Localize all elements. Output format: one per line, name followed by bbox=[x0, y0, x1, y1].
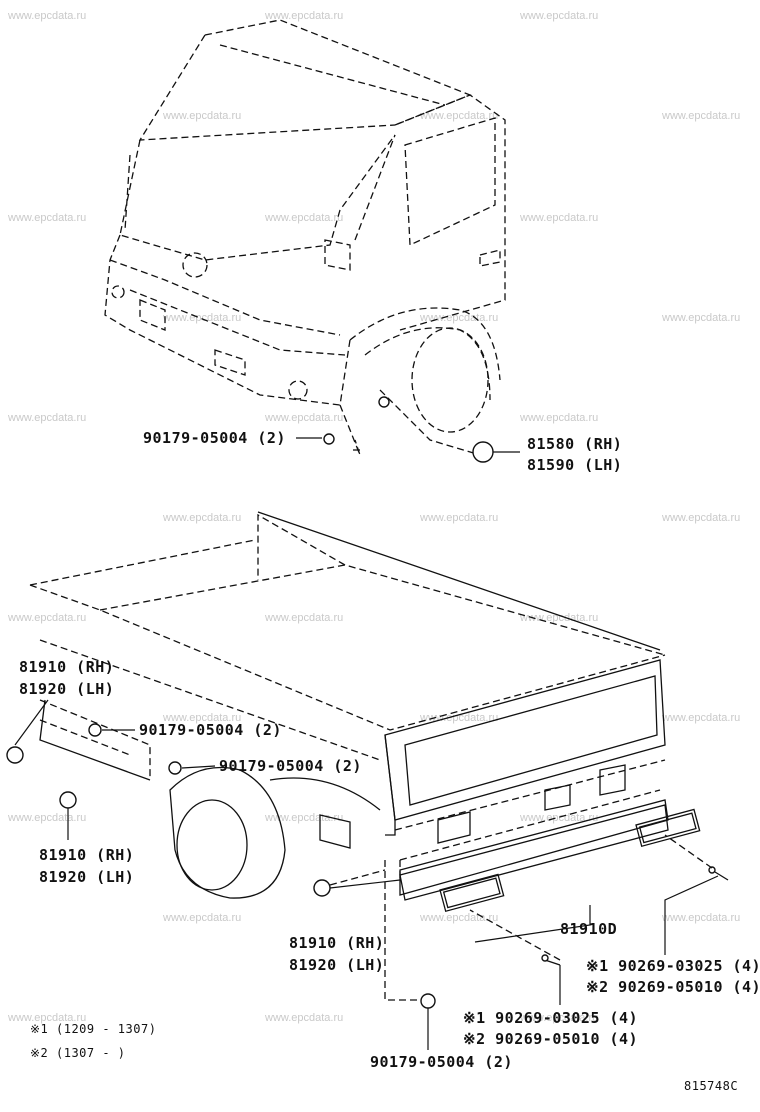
watermark: www.epcdata.ru bbox=[520, 1012, 599, 1024]
part-label-rear-side-lh: 81920 (LH) bbox=[39, 868, 135, 886]
watermark: www.epcdata.ru bbox=[520, 412, 599, 424]
watermark: www.epcdata.ru bbox=[520, 812, 599, 824]
part-label-screw-right-1: ※1 90269-03025 (4) bbox=[586, 957, 760, 975]
watermark: www.epcdata.ru bbox=[662, 712, 741, 724]
part-label-bottom-clip: 90179-05004 (2) bbox=[370, 1053, 513, 1071]
watermark: www.epcdata.ru bbox=[163, 912, 242, 924]
part-label-front-mudflap-rh: 81580 (RH) bbox=[527, 435, 623, 453]
front-mudflap-icon bbox=[472, 441, 494, 463]
screw-icon bbox=[708, 866, 716, 874]
watermark: www.epcdata.ru bbox=[265, 212, 344, 224]
truck-cab-illustration bbox=[104, 19, 520, 463]
watermark: www.epcdata.ru bbox=[265, 812, 344, 824]
watermark: www.epcdata.ru bbox=[163, 312, 242, 324]
watermark: www.epcdata.ru bbox=[520, 10, 599, 22]
watermark: www.epcdata.ru bbox=[265, 1012, 344, 1024]
part-label-rear-side-rh: 81910 (RH) bbox=[39, 846, 135, 864]
part-label-plate-light: 81910D bbox=[560, 920, 618, 938]
watermark: www.epcdata.ru bbox=[8, 10, 87, 22]
watermark: www.epcdata.ru bbox=[662, 512, 741, 524]
watermark: www.epcdata.ru bbox=[163, 110, 242, 122]
part-label-front-mudflap-lh: 81590 (LH) bbox=[527, 456, 623, 474]
part-label-rear-center-lh: 81920 (LH) bbox=[289, 956, 385, 974]
footnote-2: ※2 (1307 - ) bbox=[30, 1046, 126, 1060]
figure-id: 815748C bbox=[684, 1079, 739, 1093]
watermark: www.epcdata.ru bbox=[8, 612, 87, 624]
part-label-rear-clip-a: 90179-05004 (2) bbox=[139, 721, 282, 739]
watermark: www.epcdata.ru bbox=[8, 1012, 87, 1024]
side-marker-icon bbox=[313, 879, 331, 897]
watermark: www.epcdata.ru bbox=[8, 412, 87, 424]
watermark: www.epcdata.ru bbox=[265, 10, 344, 22]
screw-icon bbox=[541, 954, 549, 962]
watermark: www.epcdata.ru bbox=[520, 212, 599, 224]
watermark: www.epcdata.ru bbox=[420, 312, 499, 324]
clip-icon bbox=[88, 723, 102, 737]
watermark: www.epcdata.ru bbox=[163, 512, 242, 524]
part-label-front-clip: 90179-05004 (2) bbox=[143, 429, 286, 447]
part-label-rear-center-rh: 81910 (RH) bbox=[289, 934, 385, 952]
watermark: www.epcdata.ru bbox=[420, 512, 499, 524]
clip-icon bbox=[323, 433, 335, 445]
truck-rear-illustration bbox=[6, 511, 729, 1050]
clip-icon bbox=[168, 761, 182, 775]
clip-icon bbox=[420, 993, 436, 1009]
watermark: www.epcdata.ru bbox=[420, 110, 499, 122]
watermark: www.epcdata.ru bbox=[163, 712, 242, 724]
part-label-screw-right-2: ※2 90269-05010 (4) bbox=[586, 978, 760, 996]
watermark: www.epcdata.ru bbox=[420, 712, 499, 724]
watermark: www.epcdata.ru bbox=[8, 212, 87, 224]
part-label-rear-clip-b: 90179-05004 (2) bbox=[219, 757, 362, 775]
side-marker-icon bbox=[59, 791, 77, 809]
part-label-rear-left-rh: 81910 (RH) bbox=[19, 658, 115, 676]
watermark: www.epcdata.ru bbox=[662, 912, 741, 924]
footnote-1: ※1 (1209 - 1307) bbox=[30, 1022, 157, 1036]
watermark: www.epcdata.ru bbox=[662, 110, 741, 122]
part-label-screw-center-1: ※1 90269-03025 (4) bbox=[463, 1009, 639, 1027]
part-label-rear-left-lh: 81920 (LH) bbox=[19, 680, 115, 698]
watermark: www.epcdata.ru bbox=[520, 612, 599, 624]
part-label-screw-center-2: ※2 90269-05010 (4) bbox=[463, 1030, 639, 1048]
watermark: www.epcdata.ru bbox=[662, 312, 741, 324]
front-mudflap-clip-icon bbox=[378, 396, 390, 408]
watermark: www.epcdata.ru bbox=[265, 412, 344, 424]
watermark: www.epcdata.ru bbox=[265, 612, 344, 624]
watermark: www.epcdata.ru bbox=[8, 812, 87, 824]
side-marker-icon bbox=[6, 746, 24, 764]
